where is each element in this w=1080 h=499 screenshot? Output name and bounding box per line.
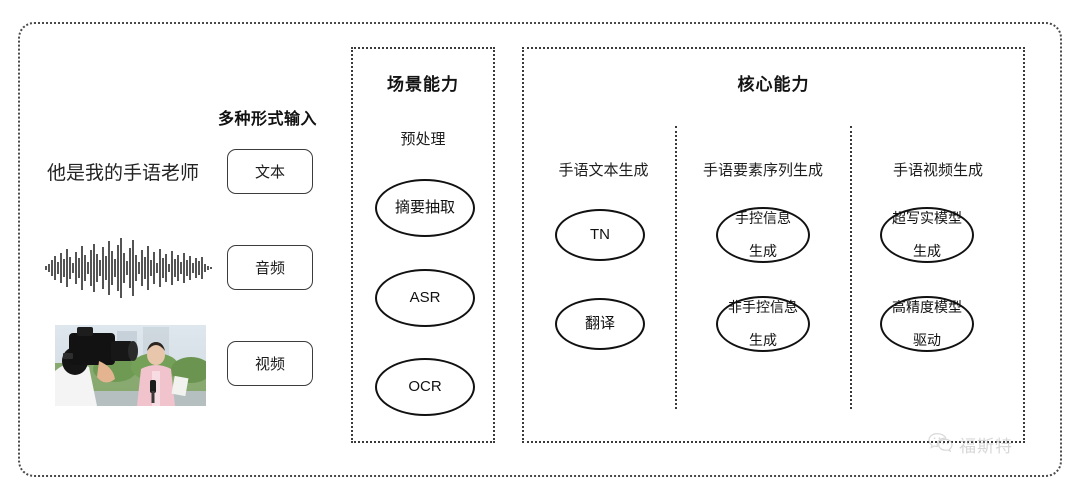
audio-waveform-icon (44, 236, 216, 300)
core-column-3-header: 手语视频生成 (892, 162, 983, 179)
video-thumbnail-image (55, 325, 206, 406)
input-chip-text[interactable]: 文本 (227, 149, 313, 194)
core-panel-title: 核心能力 (737, 75, 810, 94)
input-chip-text-label: 文本 (254, 164, 285, 181)
scene-group-label: 预处理 (400, 131, 446, 148)
core-column-divider-2 (850, 126, 852, 409)
watermark-text: 福斯特 (959, 437, 1013, 456)
core-column-1-header: 手语文本生成 (558, 162, 649, 179)
input-chip-video-label: 视频 (254, 356, 285, 373)
node-high-precision-model-driving[interactable]: 高精度模型 驱动 (880, 296, 974, 352)
scene-panel-title: 场景能力 (387, 75, 459, 94)
wechat-icon (928, 432, 954, 457)
node-translation[interactable]: 翻译 (555, 298, 645, 350)
node-manual-info-generation[interactable]: 手控信息 生成 (716, 207, 810, 263)
input-chip-audio[interactable]: 音频 (227, 245, 313, 290)
scene-capability-panel: 场景能力 预处理 摘要抽取 ASR OCR (351, 47, 495, 443)
core-column-divider-1 (675, 126, 677, 409)
node-non-manual-info-generation[interactable]: 非手控信息 生成 (716, 296, 810, 352)
watermark: 福斯特 (928, 432, 1013, 457)
input-section-heading: 多种形式输入 (218, 111, 318, 128)
core-capability-panel: 核心能力 手语文本生成 TN 翻译 手语要素序列生成 手控信息 生成 非手控信息… (522, 47, 1025, 443)
node-summary-extraction[interactable]: 摘要抽取 (375, 179, 475, 237)
core-column-2-header: 手语要素序列生成 (702, 162, 823, 179)
sample-sentence-text: 他是我的手语老师 (47, 163, 200, 184)
node-ocr[interactable]: OCR (375, 358, 475, 416)
node-tn[interactable]: TN (555, 209, 645, 261)
input-chip-audio-label: 音频 (254, 260, 285, 277)
node-asr[interactable]: ASR (375, 269, 475, 327)
outer-frame (18, 22, 1062, 477)
input-chip-video[interactable]: 视频 (227, 341, 313, 386)
node-hyperrealistic-model-generation[interactable]: 超写实模型 生成 (880, 207, 974, 263)
